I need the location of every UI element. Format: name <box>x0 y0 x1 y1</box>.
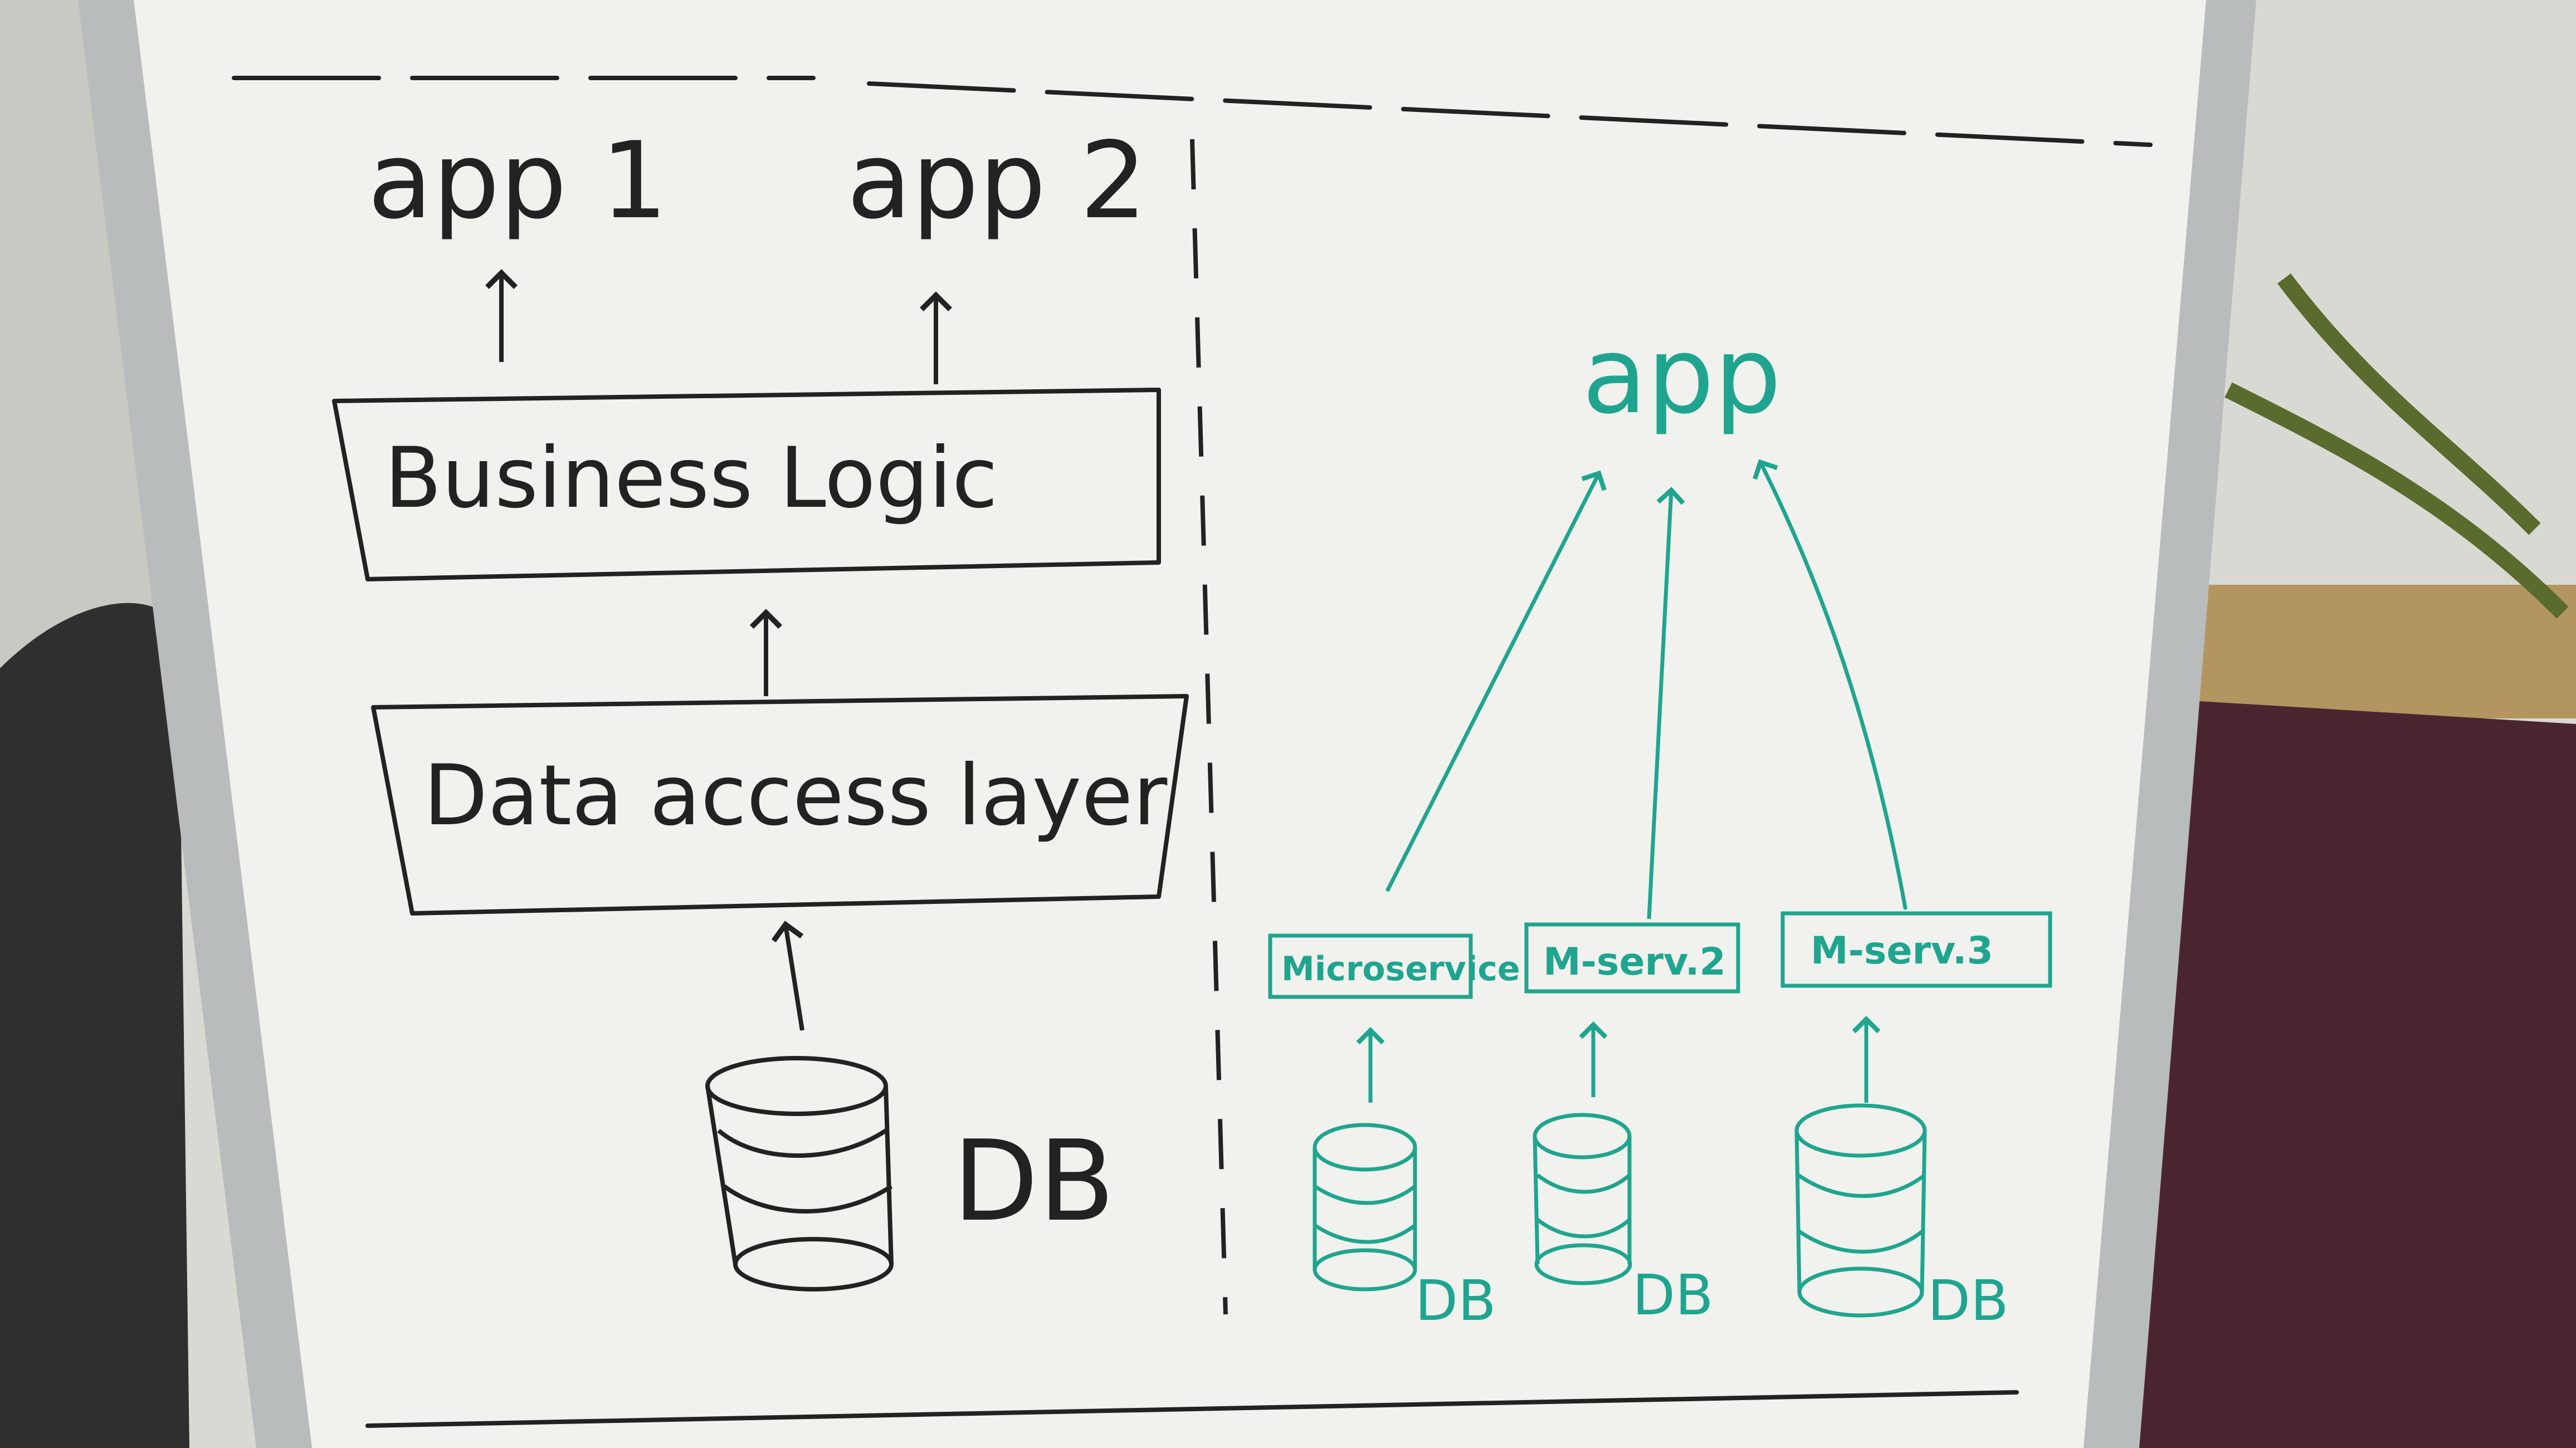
service-3-box <box>1780 911 2052 988</box>
data-access-label: Data access layer <box>423 747 1168 844</box>
service-3-db-cylinder <box>1794 1103 1927 1318</box>
service-2-label: M-serv.2 <box>1543 940 1726 984</box>
service-1-label: Microservice <box>1281 950 1520 989</box>
data-access-box <box>371 694 1189 916</box>
arrow-to-data-access <box>771 921 804 1031</box>
service-1-db-cylinder <box>1313 1123 1417 1292</box>
business-logic-label: Business Logic <box>384 430 998 527</box>
arrow-svc2-to-app <box>1647 487 1685 919</box>
arrow-svc1-to-app <box>1385 470 1607 892</box>
app-2-label: app 2 <box>847 119 1147 242</box>
board-surface <box>134 0 2206 1448</box>
service-2-db-label: DB <box>1632 1263 1714 1328</box>
app-1-label: app 1 <box>368 119 668 242</box>
service-3-db-label: DB <box>1928 1268 2009 1333</box>
service-2-box <box>1524 922 1740 994</box>
bottom-line <box>365 1390 2019 1428</box>
business-logic-box <box>332 388 1161 581</box>
cloth <box>2061 696 2576 1448</box>
plant-leaves <box>2224 273 2569 619</box>
service-2-db-cylinder <box>1533 1113 1632 1285</box>
service-3-label: M-serv.3 <box>1811 929 1993 973</box>
service-1-box <box>1268 933 1473 999</box>
monolith-db-cylinder <box>705 1056 894 1292</box>
shelf <box>2162 585 2576 718</box>
divider-dashed-line <box>1190 139 1228 1315</box>
service-1-db-label: DB <box>1415 1268 1496 1333</box>
arrow-svc3-to-app <box>1752 459 1907 910</box>
microservices-app-label: app <box>1582 314 1782 437</box>
monolith-db-label: DB <box>953 1117 1115 1246</box>
top-dashed-line <box>232 76 2153 147</box>
chair <box>0 603 189 1448</box>
